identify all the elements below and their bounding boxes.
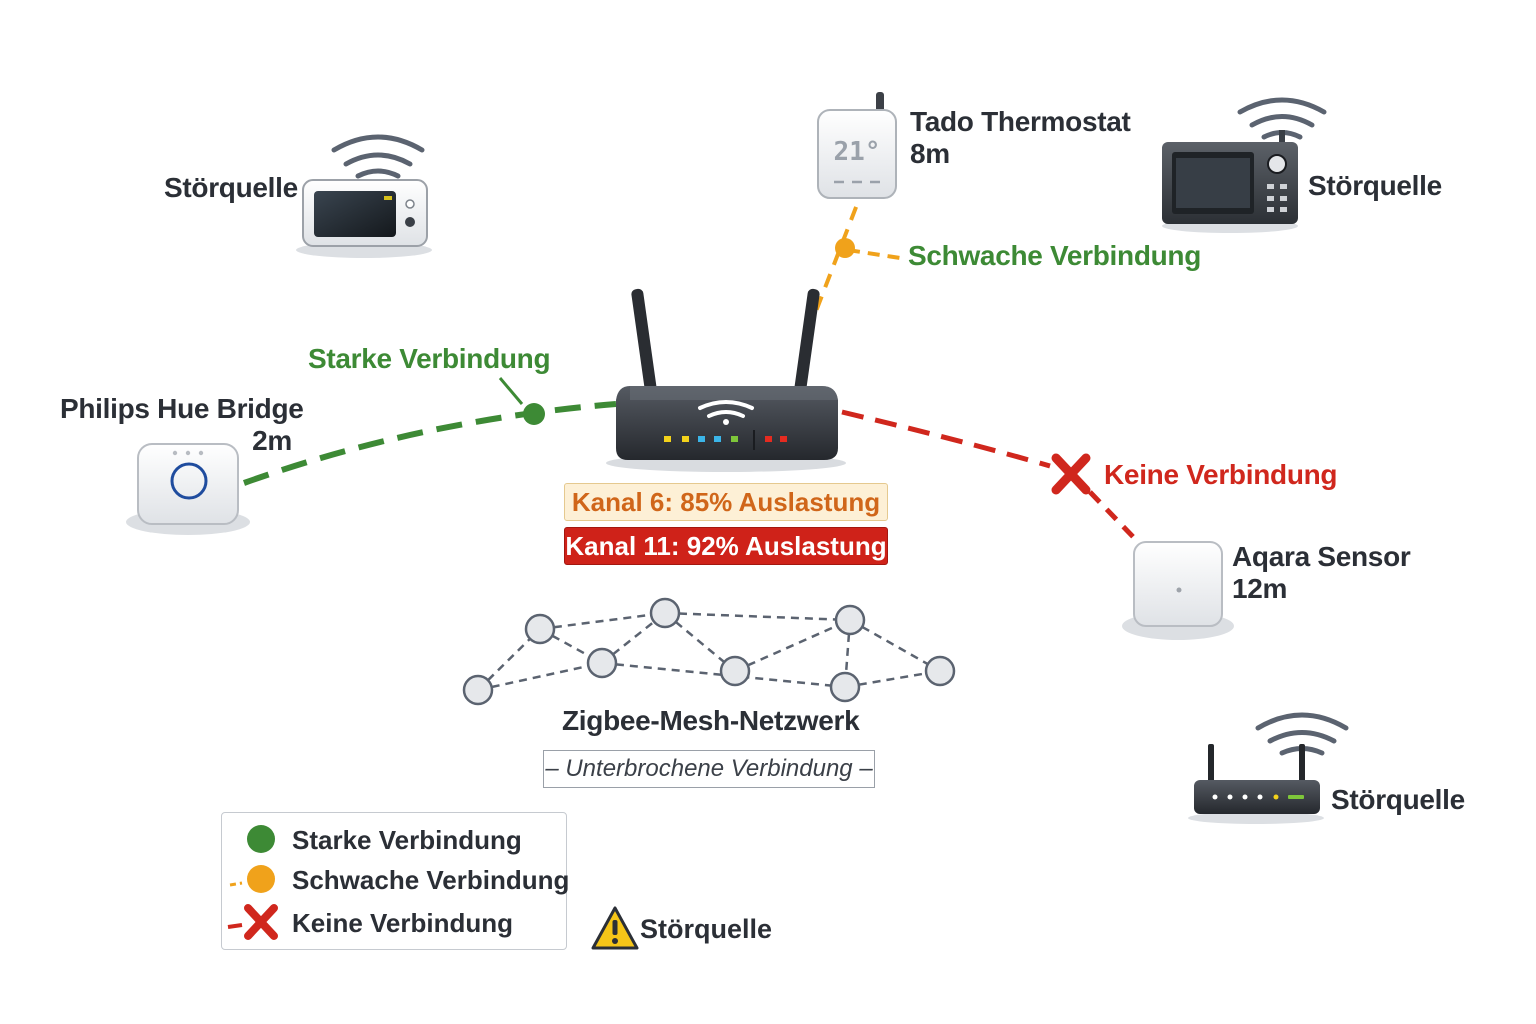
thermostat-label: Tado Thermostat 8m	[910, 106, 1131, 170]
interference-label-right-bottom: Störquelle	[1331, 784, 1465, 815]
aqara-sensor-name: Aqara Sensor	[1232, 541, 1411, 572]
legend: Starke Verbindung Schwache Verbindung Ke…	[221, 812, 570, 950]
mesh-title: Zigbee-Mesh-Netzwerk	[562, 705, 860, 736]
weak-connection-line	[806, 201, 901, 333]
mesh-node	[524, 613, 556, 645]
legend-strong-label: Starke Verbindung	[292, 825, 522, 855]
microwave-left-icon	[296, 134, 432, 258]
hue-bridge-icon	[126, 443, 250, 535]
wifi-icon	[698, 400, 754, 425]
no-connection-x-icon	[1051, 453, 1091, 495]
interference-wifi-icon-left	[331, 134, 425, 179]
weak-connection-dot	[835, 238, 855, 258]
legend-strong-dot-icon	[247, 825, 275, 853]
aqara-sensor-label: Aqara Sensor 12m	[1232, 541, 1411, 605]
legend-none-label: Keine Verbindung	[292, 908, 514, 938]
no-connection-line	[841, 409, 1142, 546]
interference-label-left: Störquelle	[164, 172, 298, 203]
legend-interference-label: Störquelle	[640, 914, 773, 944]
weak-connection-label: Schwache Verbindung	[908, 240, 1202, 271]
mesh-node	[829, 671, 861, 703]
legend-weak-label: Schwache Verbindung	[292, 865, 570, 895]
mesh-status-box: – Unterbrochene Verbindung –	[543, 750, 875, 788]
strong-connection-dot	[523, 403, 545, 425]
thermostat-display: 21°	[834, 137, 881, 167]
legend-row-weak: Schwache Verbindung	[222, 859, 570, 899]
legend-row-strong: Starke Verbindung	[222, 819, 566, 859]
mesh-node	[649, 597, 681, 629]
warning-triangle-icon	[591, 906, 639, 950]
no-connection-label: Keine Verbindung	[1104, 459, 1338, 490]
mesh-node	[586, 647, 618, 679]
interference-router-icon	[1188, 712, 1349, 824]
thermostat-distance: 8m	[910, 138, 950, 170]
mesh-node	[719, 655, 751, 687]
microwave-right-icon	[1162, 97, 1327, 233]
interference-label-right-top: Störquelle	[1308, 170, 1442, 201]
thermostat-name: Tado Thermostat	[910, 106, 1131, 137]
hue-bridge-label: Philips Hue Bridge 2m	[60, 393, 304, 457]
mesh-node	[834, 604, 866, 636]
legend-interference: Störquelle	[590, 904, 772, 952]
strong-connection-line	[242, 377, 617, 486]
aqara-sensor-icon	[1122, 541, 1234, 640]
channel-11-badge: Kanal 11: 92% Auslastung	[564, 527, 888, 565]
mesh-node	[924, 655, 956, 687]
legend-none-x-icon	[227, 904, 278, 940]
thermostat-icon: 21°	[817, 92, 897, 199]
hue-bridge-name: Philips Hue Bridge	[60, 393, 304, 424]
channel-6-badge: Kanal 6: 85% Auslastung	[564, 483, 888, 521]
zigbee-mesh-nodes	[462, 597, 956, 706]
aqara-sensor-distance: 12m	[1232, 573, 1288, 605]
mesh-node	[462, 674, 494, 706]
hue-bridge-distance: 2m	[252, 425, 292, 457]
legend-row-none: Keine Verbindung	[222, 902, 566, 942]
strong-connection-label: Starke Verbindung	[308, 343, 551, 374]
router-icon	[606, 288, 846, 472]
legend-weak-dot-icon	[229, 865, 275, 893]
